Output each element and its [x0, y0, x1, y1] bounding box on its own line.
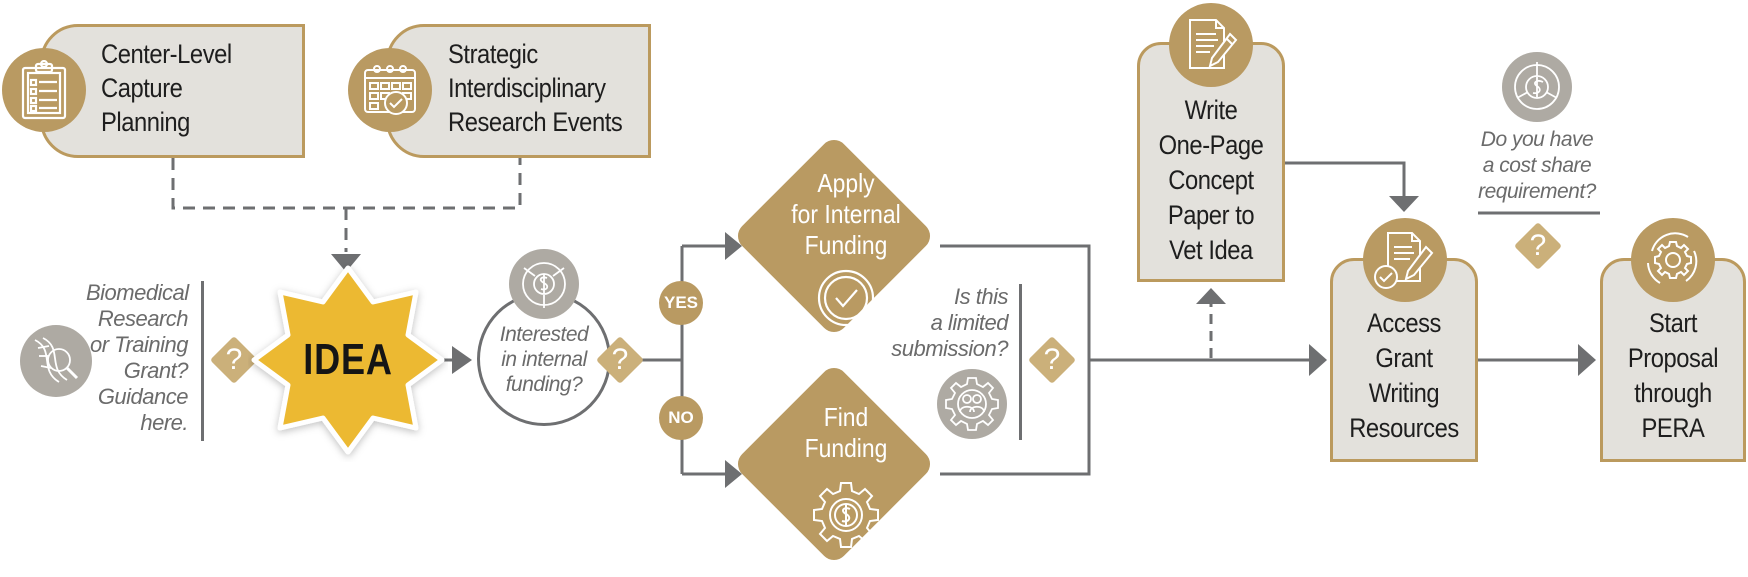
document-pencil-icon	[1169, 3, 1253, 87]
label-line: Strategic	[448, 39, 538, 69]
check-circle-icon	[817, 269, 875, 327]
label-line: Paper to	[1167, 200, 1255, 230]
note-line: submission?	[891, 336, 1008, 361]
find-funding-label: Find Funding	[765, 402, 927, 464]
note-line: Grant?	[123, 358, 189, 383]
note-line: Biomedical	[86, 280, 189, 305]
label-line: PERA	[1641, 413, 1705, 443]
dollar-cycle-icon	[509, 249, 579, 319]
connector-concept-to-resources	[1284, 161, 1406, 198]
label-line: Apply	[817, 168, 875, 198]
question-diamond-cost-share[interactable]: ?	[1513, 221, 1563, 271]
people-gear-icon	[937, 369, 1007, 439]
arrowhead-into-grant-resources	[1309, 344, 1327, 376]
label-line: Research Events	[448, 107, 623, 137]
label-line: Resources	[1349, 413, 1459, 443]
note-line: requirement?	[1478, 180, 1596, 203]
label-line: Funding	[804, 433, 888, 463]
note-line: Interested	[499, 323, 589, 346]
center-level-capture-label: Center-Level Capture Planning	[101, 37, 232, 139]
label-line: One-Page	[1158, 130, 1264, 160]
arrowhead-into-apply	[725, 232, 742, 260]
note-line: here.	[140, 410, 188, 435]
note-line: in internal	[501, 348, 587, 371]
note-line: funding?	[505, 373, 583, 396]
note-line: Guidance	[97, 384, 189, 409]
note-line: Do you have	[1480, 128, 1594, 151]
note-line: or Training	[89, 332, 189, 357]
label-line: Proposal	[1627, 343, 1719, 373]
no-badge[interactable]: NO	[659, 396, 703, 440]
gear-cycle-icon	[1631, 218, 1715, 302]
idea-star[interactable]	[248, 262, 448, 462]
limited-submission-divider	[1019, 284, 1022, 440]
dollar-gear-icon	[813, 482, 879, 548]
cost-share-question: Do you have a cost share requirement?	[1472, 127, 1602, 205]
question-mark-icon: ?	[1529, 229, 1547, 262]
limited-submission-question[interactable]: Is this a limited submission?	[880, 284, 1008, 362]
label-line: Center-Level	[101, 39, 232, 69]
note-line: Is this	[954, 284, 1008, 309]
arrowhead-into-concept	[1196, 288, 1226, 304]
start-proposal-label: Start Proposal through PERA	[1609, 306, 1737, 446]
concept-paper-label: Write One-Page Concept Paper to Vet Idea	[1146, 93, 1276, 268]
clipboard-checklist-icon	[2, 48, 86, 132]
arrowhead-into-start	[1578, 344, 1596, 376]
arrowhead-into-interested	[452, 346, 472, 374]
strategic-events-label: Strategic Interdisciplinary Research Eve…	[448, 37, 623, 139]
label-line: Vet Idea	[1169, 235, 1253, 265]
biomedical-guidance-note[interactable]: Biomedical Research or Training Grant? G…	[86, 280, 189, 436]
label-line: Grant	[1375, 343, 1433, 373]
note-line: a cost share	[1482, 154, 1592, 177]
biomedical-divider	[201, 281, 204, 441]
label-line: Capture	[101, 73, 183, 103]
label-line: Writing	[1368, 378, 1440, 408]
label-line: Access	[1367, 308, 1441, 338]
question-mark-icon: ?	[225, 343, 243, 376]
label-line: Write	[1184, 95, 1238, 125]
idea-label: IDEA	[303, 335, 393, 384]
label-line: Funding	[804, 230, 888, 260]
yes-badge[interactable]: YES	[659, 281, 703, 325]
merge-connector	[940, 244, 1310, 476]
interested-question-text: Interested in internal funding?	[480, 322, 608, 397]
arrowhead-from-concept	[1389, 196, 1419, 212]
grant-writing-resources-label: Access Grant Writing Resources	[1339, 306, 1469, 446]
calendar-check-icon	[348, 48, 432, 132]
note-line: a limited	[930, 310, 1009, 335]
label-line: through	[1634, 378, 1712, 408]
question-mark-icon: ?	[611, 343, 629, 376]
question-diamond-limited[interactable]: ?	[1027, 335, 1077, 385]
label-line: Start	[1649, 308, 1697, 338]
document-pencil-check-icon	[1363, 218, 1447, 302]
label-line: for Internal	[791, 199, 901, 229]
dashed-connector-top	[171, 158, 522, 252]
label-line: Find	[823, 402, 869, 432]
arrowhead-into-find	[725, 460, 742, 488]
dollar-cycle-arrows-icon[interactable]	[1502, 52, 1572, 122]
label-line: Interdisciplinary	[448, 73, 606, 103]
question-mark-icon: ?	[1043, 343, 1061, 376]
dna-magnifier-icon[interactable]	[20, 325, 92, 397]
label-line: Planning	[101, 107, 190, 137]
note-line: Research	[97, 306, 189, 331]
question-diamond-interested[interactable]: ?	[595, 335, 645, 385]
arrowhead-into-idea	[331, 254, 361, 272]
apply-internal-funding-label: Apply for Internal Funding	[765, 168, 927, 261]
label-line: Concept	[1168, 165, 1254, 195]
